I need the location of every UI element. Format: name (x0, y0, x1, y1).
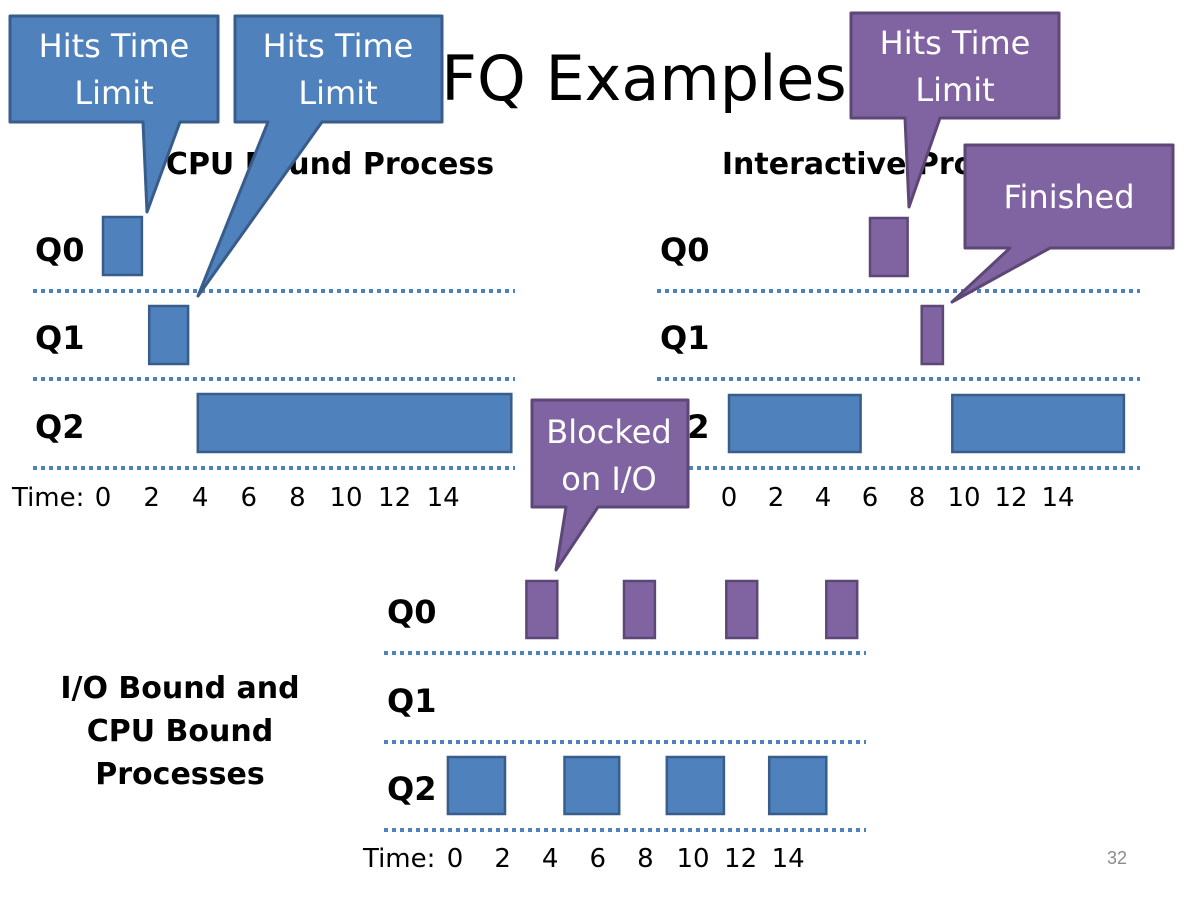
callout-hits-time-limit-2-line-2: Limit (298, 74, 377, 112)
callout-finished: Finished (950, 143, 1175, 304)
time-tick-label: 0 (721, 483, 738, 513)
time-bar (563, 755, 621, 816)
side-label-line-3: Processes (95, 757, 264, 792)
callout-hits-time-limit-1-line-1: Hits Time (39, 27, 190, 65)
time-tick-label: 0 (447, 844, 464, 874)
callout-hits-time-limit-2-line-1: Hits Time (263, 27, 414, 65)
callout-hits-time-limit-2: Hits Time Limit (196, 14, 444, 298)
time-tick-label: 10 (676, 844, 709, 874)
queue-label-q2: Q2 (387, 770, 436, 808)
time-bar (525, 579, 559, 640)
time-bar (101, 215, 144, 277)
time-tick-label: 10 (329, 483, 362, 513)
callout-hits-time-limit-3-shape (849, 11, 1061, 209)
time-tick-label: 8 (909, 483, 926, 513)
queue-label-q1: Q1 (660, 319, 709, 357)
queue-label-q1: Q1 (35, 319, 84, 357)
callout-hits-time-limit-3-line-1: Hits Time (880, 24, 1031, 62)
time-bar (147, 304, 190, 366)
time-bar (622, 579, 657, 640)
time-tick-label: 2 (143, 483, 160, 513)
time-bar (196, 392, 513, 454)
time-bar (951, 393, 1126, 454)
time-tick-label: 6 (862, 483, 879, 513)
time-tick-label: 6 (590, 844, 607, 874)
time-tick-label: 14 (1041, 483, 1074, 513)
time-bar (767, 755, 828, 816)
queue-label-q2: Q2 (35, 408, 84, 446)
subtitle-cpu-bound: CPU Bound Process (166, 147, 494, 182)
time-tick-label: 4 (542, 844, 559, 874)
callout-blocked-on-io-line-1: Blocked (546, 413, 671, 451)
time-tick-label: 8 (637, 844, 654, 874)
callout-blocked-on-io-shape (530, 398, 690, 572)
queue-label-q1: Q1 (387, 682, 436, 720)
callout-blocked-on-io-line-2: on I/O (561, 460, 656, 498)
time-axis-label: Time: (11, 483, 84, 513)
time-tick-label: 6 (241, 483, 258, 513)
time-axis-label: Time: (362, 844, 435, 874)
time-bar (825, 579, 859, 640)
callout-finished-shape (950, 143, 1175, 304)
callout-hits-time-limit-3-line-2: Limit (915, 71, 994, 109)
time-tick-label: 14 (427, 483, 460, 513)
side-label-line-1: I/O Bound and (60, 671, 299, 706)
queue-label-q0: Q0 (660, 231, 709, 269)
time-tick-label: 10 (947, 483, 980, 513)
panel-interactive: Q0Q1Q202468101214 (657, 216, 1140, 513)
callout-hits-time-limit-1: Hits Time Limit (8, 14, 220, 214)
time-tick-label: 4 (815, 483, 832, 513)
time-tick-label: 0 (95, 483, 112, 513)
time-bar (665, 755, 726, 816)
side-label-line-2: CPU Bound (87, 714, 273, 749)
time-bar (920, 304, 945, 366)
time-bar (446, 755, 507, 816)
callout-hits-time-limit-1-line-2: Limit (74, 74, 153, 112)
time-tick-label: 4 (192, 483, 209, 513)
time-tick-label: 14 (772, 844, 805, 874)
callout-blocked-on-io: Blocked on I/O (530, 398, 690, 572)
time-tick-label: 8 (289, 483, 306, 513)
time-bar (868, 216, 909, 278)
callout-hits-time-limit-3: Hits Time Limit (849, 11, 1061, 209)
time-tick-label: 12 (994, 483, 1027, 513)
time-tick-label: 12 (378, 483, 411, 513)
time-bar (725, 579, 759, 640)
time-bar (727, 393, 862, 454)
callout-hits-time-limit-2-shape (196, 14, 444, 298)
time-tick-label: 2 (494, 844, 511, 874)
time-tick-label: 12 (724, 844, 757, 874)
queue-label-q0: Q0 (35, 231, 84, 269)
callout-finished-text: Finished (1003, 178, 1134, 216)
queue-label-q0: Q0 (387, 593, 436, 631)
callout-hits-time-limit-1-shape (8, 14, 220, 214)
page-number: 32 (1107, 848, 1127, 868)
time-tick-label: 2 (768, 483, 785, 513)
